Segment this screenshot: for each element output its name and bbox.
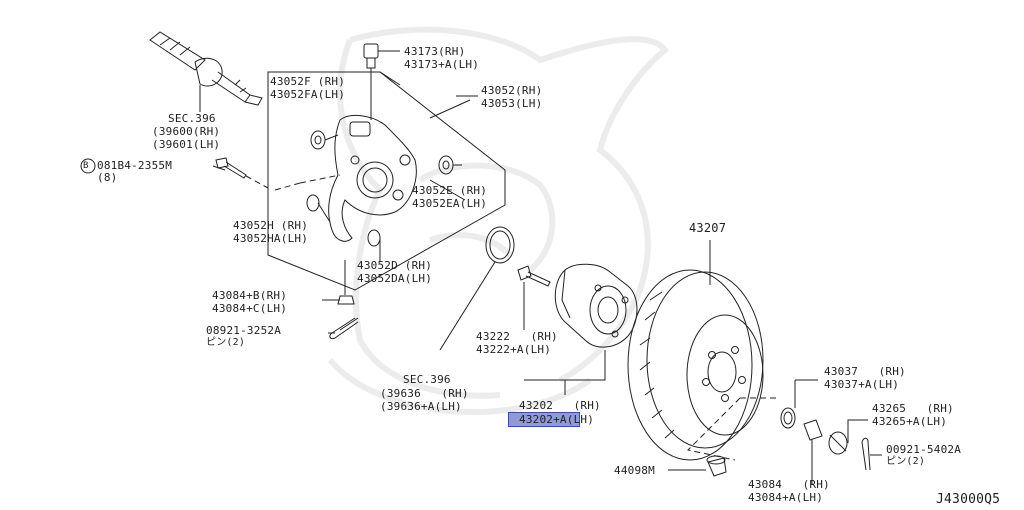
- bolt-code-marker: [80, 158, 96, 174]
- label-43222a: 43222+A(LH): [476, 343, 552, 356]
- hub-bolt-43222: [517, 265, 551, 287]
- label-39636a: (39636+A(LH): [380, 400, 462, 413]
- label-43052: 43052(RH): [481, 84, 543, 97]
- label-43052ea: 43052EA(LH): [412, 197, 488, 210]
- brake-rotor-43207: [627, 269, 764, 461]
- label-43202: 43202 (RH): [519, 399, 601, 412]
- label-43084b: 43084+B(RH): [212, 289, 288, 302]
- diagram-id: J43000Q5: [936, 492, 1001, 507]
- bushing-43052h: [306, 194, 320, 212]
- label-081b4-qty: (8): [97, 171, 118, 184]
- label-43052e: 43052E (RH): [412, 184, 488, 197]
- label-43052da: 43052DA(LH): [357, 272, 433, 285]
- label-43053: 43053(LH): [481, 97, 543, 110]
- bolt-081b4: [215, 157, 247, 179]
- label-43052f: 43052F (RH): [270, 75, 346, 88]
- label-43207: 43207: [689, 221, 727, 235]
- label-43084c: 43084+C(LH): [212, 302, 288, 315]
- label-43084a: 43084+A(LH): [748, 491, 824, 504]
- label-43173: 43173(RH): [404, 45, 466, 58]
- seal-ring: [485, 226, 515, 264]
- cotter-pin-left: [329, 317, 359, 339]
- label-00921: 00921-5402A: [886, 443, 962, 456]
- bushing-43052d: [367, 229, 381, 247]
- bushing-43052f: [310, 130, 326, 150]
- label-39601: (39601(LH): [152, 138, 221, 151]
- highlighted-part-box[interactable]: [508, 412, 580, 427]
- plug-44098m: [706, 455, 727, 477]
- label-43265a: 43265+A(LH): [872, 415, 948, 428]
- label-43173a: 43173+A(LH): [404, 58, 480, 71]
- label-39600: (39600(RH): [152, 125, 221, 138]
- label-sec396-bottom: SEC.396: [403, 373, 451, 386]
- cap-43265: [828, 431, 848, 455]
- seal-43037: [780, 407, 796, 429]
- label-43202a: 43202+A(LH): [519, 413, 595, 426]
- nut-43084b: [337, 295, 355, 305]
- label-081b4: 081B4-2355M: [97, 159, 173, 172]
- label-43052d: 43052D (RH): [357, 259, 433, 272]
- bolt-code-letter: B: [83, 161, 89, 171]
- label-pin-right: ピン(2): [886, 456, 926, 467]
- label-pin-left: ピン(2): [206, 337, 246, 348]
- hub-assembly-43202: [554, 263, 638, 348]
- label-43037: 43037 (RH): [824, 365, 906, 378]
- label-43265: 43265 (RH): [872, 402, 954, 415]
- label-44098m: 44098M: [614, 464, 655, 477]
- drive-shaft: [149, 31, 263, 106]
- cotter-pin-right: [861, 437, 871, 471]
- label-39636: (39636 (RH): [380, 387, 469, 400]
- steering-knuckle: [328, 114, 417, 242]
- bolt-43173: [363, 43, 379, 69]
- nut-43084: [803, 419, 823, 441]
- label-08921: 08921-3252A: [206, 324, 282, 337]
- label-43037a: 43037+A(LH): [824, 378, 900, 391]
- label-sec396-top: SEC.396: [168, 112, 216, 125]
- label-43222: 43222 (RH): [476, 330, 558, 343]
- label-43052fa: 43052FA(LH): [270, 88, 346, 101]
- label-43052h: 43052H (RH): [233, 219, 309, 232]
- label-43084: 43084 (RH): [748, 478, 830, 491]
- label-43052ha: 43052HA(LH): [233, 232, 309, 245]
